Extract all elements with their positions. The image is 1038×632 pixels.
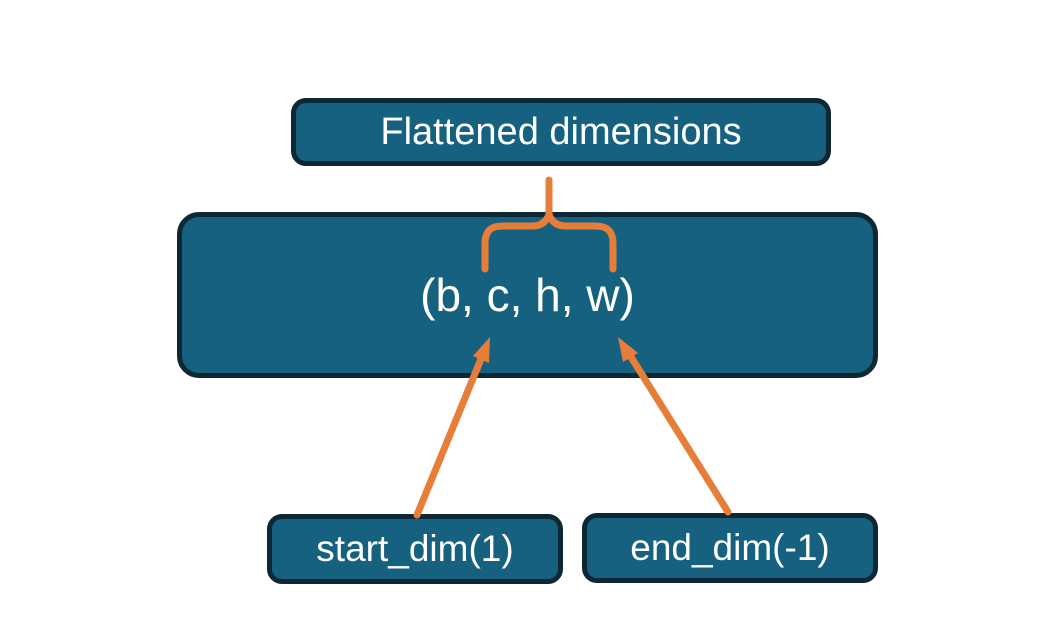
node-tensor-shape: (b, c, h, w) xyxy=(177,212,878,378)
node-label: end_dim(-1) xyxy=(630,527,830,568)
node-label: (b, c, h, w) xyxy=(420,269,635,321)
node-end-dim: end_dim(-1) xyxy=(582,513,878,583)
node-start-dim: start_dim(1) xyxy=(267,514,563,584)
end-dim-arrow-line xyxy=(627,353,732,516)
node-label: Flattened dimensions xyxy=(380,110,742,153)
node-flattened-dimensions: Flattened dimensions xyxy=(291,98,831,166)
start-dim-arrow-line xyxy=(413,355,485,519)
node-label: start_dim(1) xyxy=(316,528,514,569)
